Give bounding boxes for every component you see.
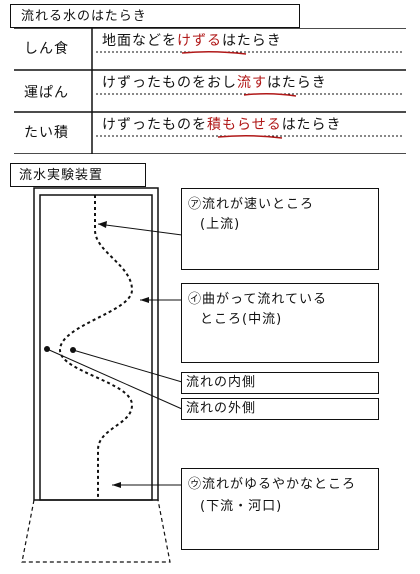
desc-erosion-after: はたらき (222, 33, 282, 49)
desc-deposition-keyword: 積もらせる (207, 117, 282, 133)
desc-transport-after: はたらき (267, 75, 327, 91)
midstream-label-2: ところ(中流) (200, 312, 283, 327)
basin-outline (21, 499, 171, 563)
term-erosion: しん食 (24, 41, 69, 57)
term-transport: 運ぱん (24, 85, 69, 101)
upstream-label-2: (上流) (200, 217, 241, 232)
upstream-label-1: ㋐流れが速いところ (188, 197, 315, 212)
function-table-lines (14, 28, 406, 154)
term-deposition: たい積 (24, 125, 69, 141)
midstream-label-1: ㋑曲がって流れている (188, 292, 327, 307)
desc-transport-keyword: 流す (237, 75, 267, 91)
section2-title-box: 流水実験装置 (10, 163, 146, 187)
outer-label: 流れの外側 (186, 401, 257, 416)
channel-outer-frame (33, 187, 159, 501)
label-box-upstream: ㋐流れが速いところ (上流) (181, 188, 379, 270)
section1-title: 流れる水のはたらき (21, 9, 147, 24)
desc-erosion: 地面などをけずるはたらき (102, 34, 282, 48)
label-box-midstream: ㋑曲がって流れている ところ(中流) (181, 283, 379, 363)
downstream-label-1: ㋒流れがゆるやかなところ (188, 477, 357, 492)
downstream-label-2: (下流・河口) (200, 499, 283, 514)
section1-title-box: 流れる水のはたらき (10, 4, 300, 28)
leader-inner (72, 349, 183, 383)
inner-label: 流れの内側 (186, 375, 257, 390)
label-box-outer: 流れの外側 (181, 398, 379, 420)
label-box-inner: 流れの内側 (181, 372, 379, 394)
desc-erosion-keyword: けずる (177, 33, 222, 49)
label-box-downstream: ㋒流れがゆるやかなところ (下流・河口) (181, 468, 379, 550)
desc-deposition: けずったものを積もらせるはたらき (102, 118, 341, 132)
stream-path (58, 195, 134, 500)
desc-deposition-before: けずったものを (102, 117, 207, 133)
desc-erosion-before: 地面などを (102, 33, 177, 49)
desc-transport: けずったものをおし流すはたらき (102, 76, 327, 90)
leader-upstream (97, 223, 183, 236)
desc-deposition-after: はたらき (281, 117, 342, 133)
section2-title: 流水実験装置 (19, 168, 104, 183)
desc-transport-before: けずったものをおし (102, 75, 237, 91)
leader-outer (46, 348, 183, 410)
channel-inner-frame (39, 194, 153, 501)
function-table: しん食 地面などをけずるはたらき 運ぱん けずったものをおし流すはたらき たい積… (14, 28, 406, 154)
